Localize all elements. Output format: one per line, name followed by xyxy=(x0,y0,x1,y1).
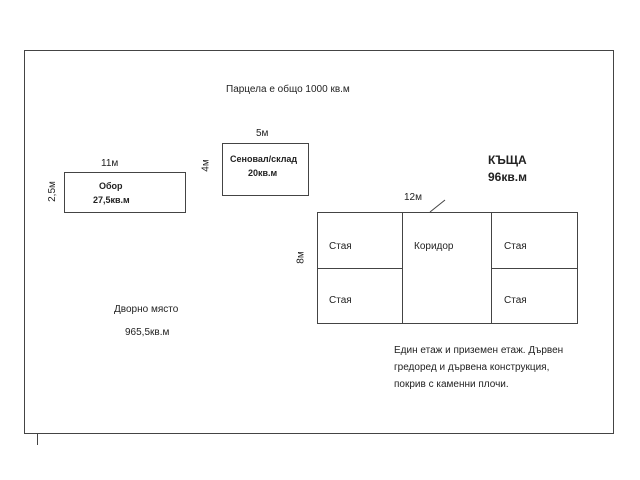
hayloft-name: Сеновал/склад xyxy=(230,154,298,164)
barn: Обор 27,5кв.м xyxy=(64,172,186,213)
corridor-label: Коридор xyxy=(414,241,454,252)
room-label: Стая xyxy=(504,295,527,306)
description-line: гредоред и дървена конструкция, xyxy=(394,362,550,373)
room-label: Стая xyxy=(504,241,527,252)
corner-tick xyxy=(37,433,38,445)
yard-area: 965,5кв.м xyxy=(125,327,170,338)
house-depth: 8м xyxy=(295,251,307,264)
barn-depth: 2,5м xyxy=(46,181,58,202)
yard-name: Дворно място xyxy=(114,304,179,315)
description-line: Един етаж и приземен етаж. Дървен xyxy=(394,345,564,356)
plot-title: Парцела е общо 1000 кв.м xyxy=(226,84,350,95)
plot-boundary xyxy=(24,50,614,434)
house-area: 96кв.м xyxy=(488,170,527,184)
hayloft-depth: 4м xyxy=(200,159,212,172)
wall xyxy=(318,268,402,269)
house: Стая Стая Коридор Стая Стая xyxy=(317,212,578,324)
description-line: покрив с каменни плочи. xyxy=(394,379,509,390)
barn-area: 27,5кв.м xyxy=(93,195,130,205)
room-label: Стая xyxy=(329,295,352,306)
wall xyxy=(402,213,403,323)
hayloft: Сеновал/склад 20кв.м xyxy=(222,143,309,196)
hayloft-width: 5м xyxy=(256,128,269,139)
dimension-pointer xyxy=(429,199,446,213)
barn-name: Обор xyxy=(99,181,123,191)
barn-width: 11м xyxy=(101,158,119,169)
hayloft-area: 20кв.м xyxy=(248,168,278,178)
room-label: Стая xyxy=(329,241,352,252)
house-description: Един етаж и приземен етаж. Дървен гредор… xyxy=(394,342,563,393)
house-name: КЪЩА xyxy=(488,153,527,167)
wall xyxy=(491,268,577,269)
house-width: 12м xyxy=(404,192,422,203)
